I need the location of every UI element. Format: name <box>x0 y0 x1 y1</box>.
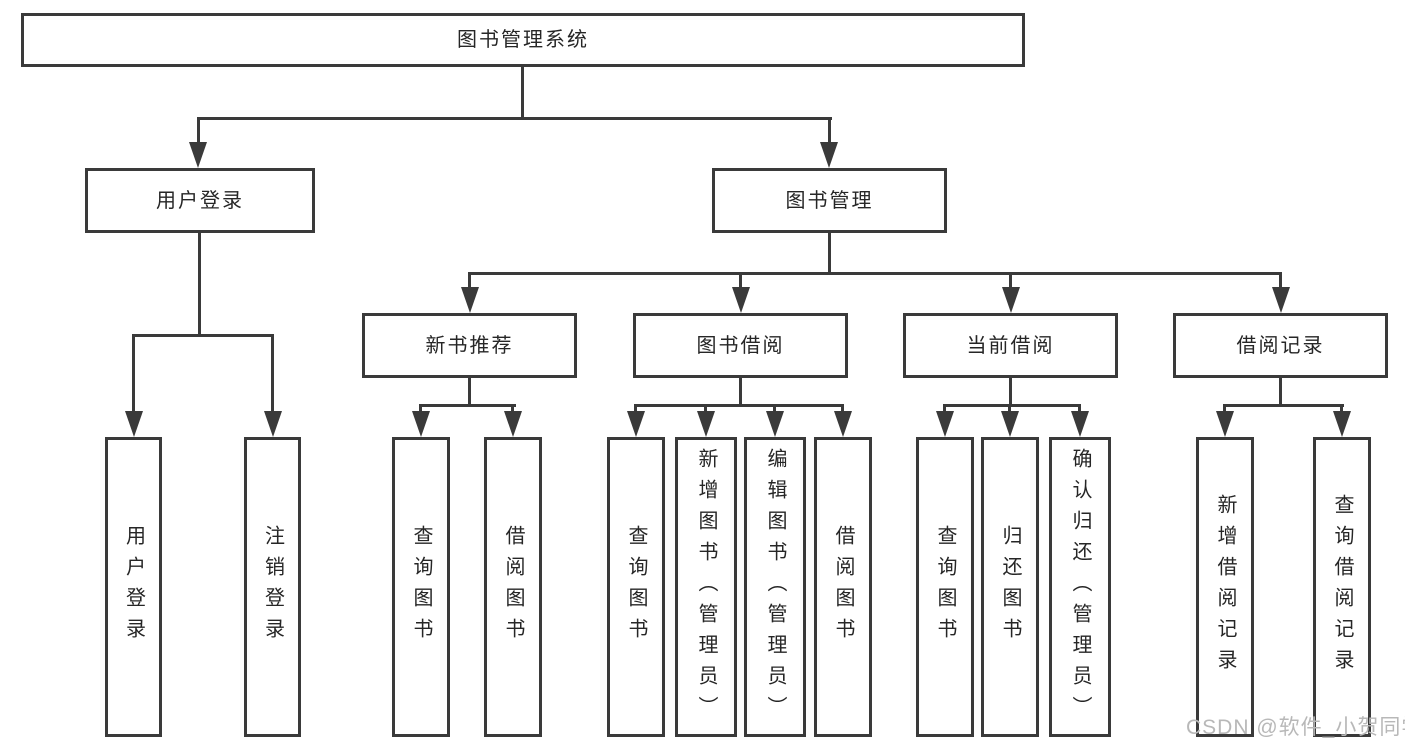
connector-level3-rail <box>468 272 1282 275</box>
connector-to-leaf <box>511 404 514 414</box>
arrow-down-icon <box>936 411 954 437</box>
connector-to-leaf <box>271 334 274 414</box>
arrow-down-icon <box>1071 411 1089 437</box>
leaf-query-books-borrow: 查询图书 <box>607 437 665 737</box>
leaf-add-book-admin: 新增图书（管理员） <box>675 437 737 737</box>
arrow-down-icon <box>1272 287 1290 313</box>
arrow-down-icon <box>1002 287 1020 313</box>
connector-to-node <box>468 272 471 292</box>
leaf-borrow-books: 借阅图书 <box>814 437 872 737</box>
arrow-down-icon <box>264 411 282 437</box>
connector-rail <box>419 404 516 407</box>
connector-to-user-login <box>197 117 200 145</box>
arrow-down-icon <box>1001 411 1019 437</box>
arrow-down-icon <box>1216 411 1234 437</box>
connector-to-leaf <box>419 404 422 414</box>
connector-to-leaf <box>634 404 637 414</box>
connector-rail <box>943 404 1081 407</box>
leaf-user-login: 用户登录 <box>105 437 162 737</box>
arrow-down-icon <box>834 411 852 437</box>
leaf-confirm-return-admin: 确认归还（管理员） <box>1049 437 1111 737</box>
leaf-edit-book-admin: 编辑图书（管理员） <box>744 437 806 737</box>
node-new-book-recommendation: 新书推荐 <box>362 313 577 378</box>
connector-stem <box>739 378 742 407</box>
node-library-management-system: 图书管理系统 <box>21 13 1025 67</box>
leaf-query-books-current: 查询图书 <box>916 437 974 737</box>
arrow-down-icon <box>766 411 784 437</box>
connector-to-leaf <box>773 404 776 414</box>
node-book-borrowing: 图书借阅 <box>633 313 848 378</box>
connector-stem <box>1009 378 1012 407</box>
arrow-down-icon <box>189 142 207 168</box>
arrow-down-icon <box>504 411 522 437</box>
connector-level2-rail <box>197 117 832 120</box>
connector-to-node <box>1279 272 1282 292</box>
connector-to-leaf <box>1340 404 1343 414</box>
connector-to-leaf <box>1008 404 1011 414</box>
connector-book-management-stem <box>828 233 831 275</box>
arrow-down-icon <box>125 411 143 437</box>
connector-user-login-rail <box>132 334 273 337</box>
node-user-login: 用户登录 <box>85 168 315 233</box>
arrow-down-icon <box>627 411 645 437</box>
connector-stem <box>468 378 471 407</box>
connector-rail <box>1223 404 1344 407</box>
arrow-down-icon <box>461 287 479 313</box>
csdn-watermark: CSDN @软件_小贺同学 <box>1186 716 1405 739</box>
node-current-borrowing: 当前借阅 <box>903 313 1118 378</box>
connector-to-leaf <box>1223 404 1226 414</box>
connector-to-node <box>739 272 742 292</box>
arrow-down-icon <box>412 411 430 437</box>
leaf-add-borrow-record: 新增借阅记录 <box>1196 437 1254 737</box>
arrow-down-icon <box>697 411 715 437</box>
connector-to-book-management <box>828 117 831 145</box>
leaf-return-book: 归还图书 <box>981 437 1039 737</box>
connector-to-leaf <box>943 404 946 414</box>
node-borrowing-records: 借阅记录 <box>1173 313 1388 378</box>
connector-to-leaf <box>132 334 135 414</box>
connector-root-stem <box>521 66 524 119</box>
connector-to-leaf <box>704 404 707 414</box>
arrow-down-icon <box>732 287 750 313</box>
connector-stem <box>1279 378 1282 407</box>
connector-to-leaf <box>1078 404 1081 414</box>
connector-to-node <box>1009 272 1012 292</box>
connector-to-leaf <box>841 404 844 414</box>
connector-user-login-stem <box>198 233 201 337</box>
leaf-query-borrow-record: 查询借阅记录 <box>1313 437 1371 737</box>
arrow-down-icon <box>1333 411 1351 437</box>
leaf-logout: 注销登录 <box>244 437 301 737</box>
connector-rail <box>634 404 844 407</box>
arrow-down-icon <box>820 142 838 168</box>
node-book-management: 图书管理 <box>712 168 947 233</box>
leaf-query-books-recommend: 查询图书 <box>392 437 450 737</box>
leaf-borrow-books-recommend: 借阅图书 <box>484 437 542 737</box>
